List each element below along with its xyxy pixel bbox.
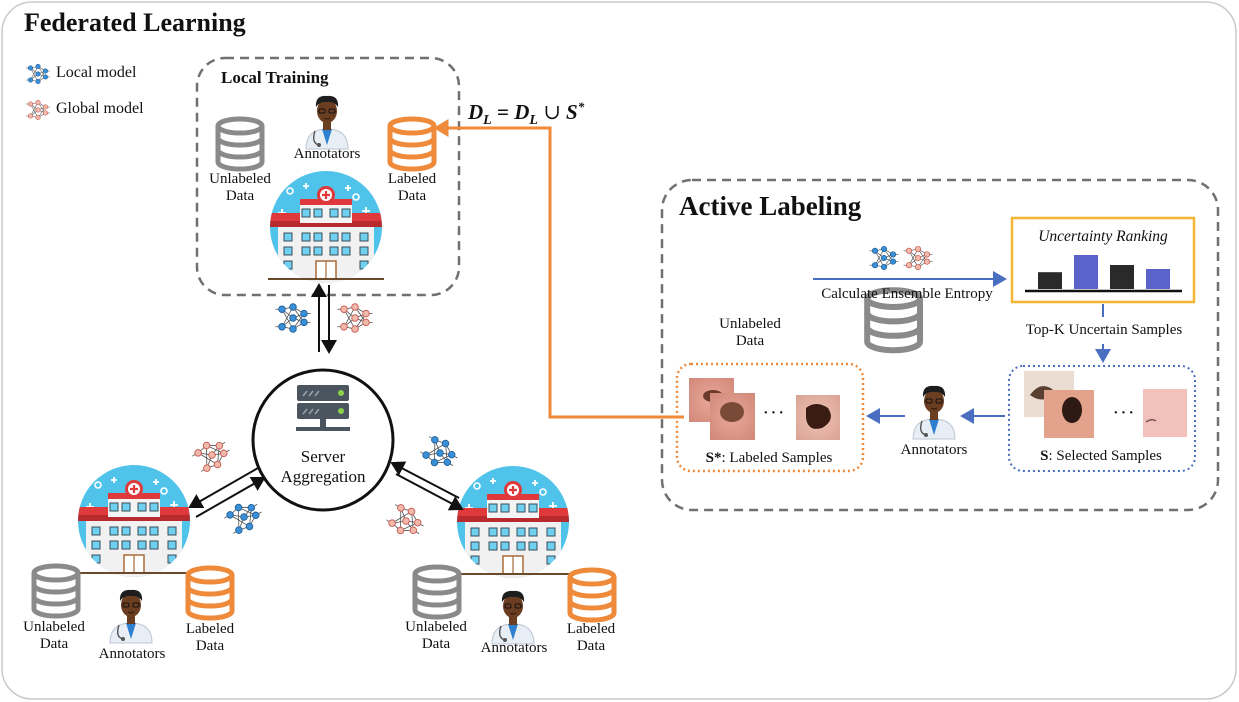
entropy-label: Calculate Ensemble Entropy [821,286,993,302]
labeled-data-icon-right [570,570,614,620]
formula-lhs: D [468,100,484,124]
left-unlabeled-line1: Unlabeled [23,619,85,635]
local-unlabeled-label: Unlabeled Data [209,171,271,206]
labeled-caption-text: : Labeled Samples [721,450,833,466]
right-labeled-label: Labeled Data [567,621,615,656]
formula-lhs-sub: L [483,113,492,129]
labeled-data-icon [390,119,434,169]
labeled-samples-caption: S*: Labeled Samples [706,450,833,467]
ranking-bar [1110,265,1134,289]
right-download-arrow [395,473,464,511]
left-unlabeled-line2: Data [39,636,69,653]
update-formula: DL = DL ∪ S* [468,99,585,129]
selected-symbol: S [1040,448,1049,464]
right-labeled-line1: Labeled [566,621,616,637]
ranking-bar [1074,255,1098,289]
formula-union: ∪ [537,100,567,124]
right-labeled-line2: Data [576,638,606,655]
local-training-title: Local Training [221,68,329,87]
unlabeled-data-icon-left [34,566,78,616]
selected-caption-text: : Selected Samples [1048,448,1162,464]
left-download-arrow [188,467,259,508]
formula-rhs2-sup: * [577,99,585,114]
right-unlabeled-line2: Data [421,636,451,653]
labeled-sample-images [689,378,840,440]
formula-rhs1-sub: L [529,113,538,129]
active-labeling-box [660,178,1220,512]
local-unlabeled-line1: Unlabeled [209,171,271,187]
active-labeling-title: Active Labeling [679,191,862,221]
left-labeled-label: Labeled Data [186,621,234,656]
local-labeled-line1: Labeled [387,171,437,187]
ranking-bar [1038,272,1062,289]
server-line1: Server [300,447,346,466]
ranking-bar [1146,269,1170,289]
right-unlabeled-line1: Unlabeled [405,619,467,635]
labeled-ellipsis: ··· [762,402,786,424]
al-unlabeled-line1: Unlabeled [719,316,781,332]
left-upload-arrow [195,477,266,518]
ranking-bars [1038,255,1170,289]
local-labeled-label: Labeled Data [388,171,436,206]
selected-ellipsis: ··· [1112,402,1136,424]
formula-rhs2: S [566,100,578,124]
local-annotators-label: Annotators [293,146,361,162]
al-unlabeled-label: Unlabeled Data [719,316,781,351]
server-circle [251,368,395,512]
left-labeled-line1: Labeled [185,621,235,637]
left-annotators-label: Annotators [98,646,166,662]
legend-local-model: Local model [56,64,136,82]
legend-global-model: Global model [56,100,144,118]
legend-local-model-label: Local model [56,64,137,81]
right-upload-arrow [390,461,460,499]
server-icon [296,385,350,431]
topk-label: Top-K Uncertain Samples [1025,322,1183,338]
dataset-update-arrow [433,119,684,419]
legend-global-model-label: Global model [56,100,144,117]
selected-sample-images [1024,371,1187,438]
labeled-data-icon-left [188,568,232,618]
unlabeled-data-icon [218,119,262,169]
unlabeled-data-icon-right [415,567,459,617]
labeled-samples-box [675,362,865,473]
page-title: Federated Learning [24,8,246,37]
ranking-title: Uncertainty Ranking [1038,228,1168,245]
left-unlabeled-label: Unlabeled Data [23,619,85,654]
right-unlabeled-label: Unlabeled Data [405,619,467,654]
server-label: Server Aggregation [281,447,366,486]
left-labeled-line2: Data [195,638,225,655]
al-unlabeled-line2: Data [735,333,765,350]
formula-rhs1: D [514,100,530,124]
selected-samples-caption: S: Selected Samples [1040,448,1162,465]
al-annotators-label: Annotators [900,442,968,458]
local-unlabeled-line2: Data [225,188,255,205]
right-annotators-label: Annotators [480,640,548,656]
labeled-symbol: S* [705,450,722,466]
local-labeled-line2: Data [397,188,427,205]
formula-eq: = [491,100,515,124]
server-line2: Aggregation [280,466,366,486]
